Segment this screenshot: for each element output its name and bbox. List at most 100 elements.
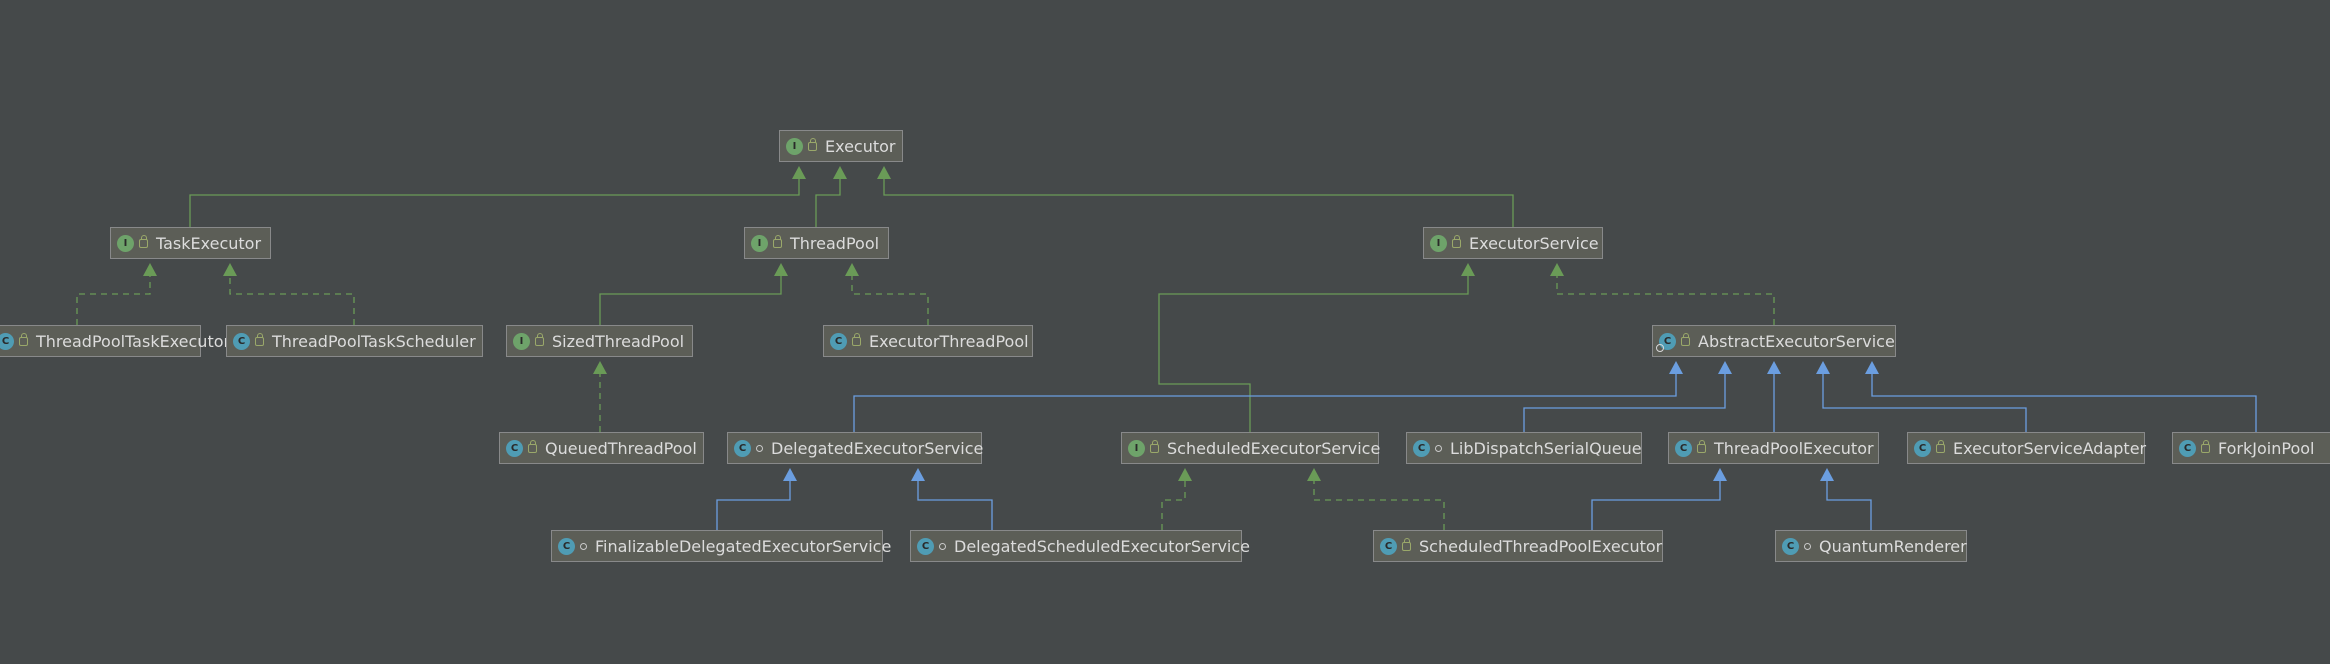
- class-icon: C: [1675, 439, 1692, 457]
- package-private-icon: [580, 542, 587, 550]
- inheritance-arrowhead: [1669, 361, 1683, 374]
- class-name-label: ScheduledExecutorService: [1167, 438, 1381, 458]
- inheritance-arrowhead: [1865, 361, 1879, 374]
- edge-executorservice-to-executor: [877, 166, 1514, 227]
- edge-line: [1313, 480, 1445, 530]
- interface-icon: I: [513, 332, 530, 350]
- class-node-quantumrenderer[interactable]: C QuantumRenderer: [1775, 530, 1967, 562]
- interface-icon: I: [1430, 234, 1447, 252]
- class-name-label: DelegatedScheduledExecutorService: [954, 536, 1251, 556]
- interface-icon: I: [786, 137, 803, 155]
- public-lock-icon: [528, 439, 537, 453]
- inheritance-arrowhead: [1816, 361, 1830, 374]
- public-lock-icon: [1452, 234, 1461, 248]
- edge-delegatedexecutorservice-to-abstractexecutorservice: [853, 361, 1683, 432]
- edge-threadpooltaskscheduler-to-taskexecutor: [223, 263, 355, 325]
- class-icon: C: [917, 537, 934, 555]
- interface-icon: I: [751, 234, 768, 252]
- edge-line: [851, 275, 929, 325]
- edge-line: [716, 480, 791, 530]
- class-name-label: ThreadPool: [790, 233, 880, 253]
- edge-line: [229, 275, 355, 325]
- edge-finalizabledelegatedexecutorservice-to-delegatedexecutorservice: [716, 468, 797, 530]
- edge-scheduledthreadpoolexecutor-to-scheduledexecutorservice: [1307, 468, 1445, 530]
- class-name-label: ThreadPoolExecutor: [1714, 438, 1874, 458]
- class-node-executorservice[interactable]: I ExecutorService: [1423, 227, 1603, 259]
- inheritance-arrowhead: [223, 263, 237, 276]
- class-icon: C: [1914, 439, 1931, 457]
- inheritance-arrowhead: [845, 263, 859, 276]
- edge-taskexecutor-to-executor: [189, 166, 806, 227]
- public-lock-icon: [1402, 537, 1411, 551]
- class-node-executorserviceadapter[interactable]: C ExecutorServiceAdapter: [1907, 432, 2147, 464]
- class-name-label: AbstractExecutorService: [1698, 331, 1895, 351]
- inheritance-arrowhead: [1550, 263, 1564, 276]
- class-name-label: LibDispatchSerialQueue: [1450, 438, 1642, 458]
- edge-line: [1591, 480, 1721, 530]
- class-node-executorthreadpool[interactable]: C ExecutorThreadPool: [823, 325, 1033, 357]
- class-node-threadpool[interactable]: I ThreadPool: [744, 227, 889, 259]
- edge-executorserviceadapter-to-abstractexecutorservice: [1816, 361, 2027, 432]
- class-icon: C: [1413, 439, 1430, 457]
- edge-queuedthreadpool-to-sizedthreadpool: [593, 361, 607, 432]
- public-lock-icon: [255, 332, 264, 346]
- inheritance-arrowhead: [1767, 361, 1781, 374]
- edge-line: [76, 275, 151, 325]
- edge-line: [883, 178, 1514, 227]
- inheritance-arrowhead: [792, 166, 806, 179]
- edge-line: [815, 178, 841, 227]
- edge-threadpoolexecutor-to-abstractexecutorservice: [1767, 361, 1781, 432]
- class-icon: C: [233, 332, 250, 350]
- class-node-delegatedexecutorservice[interactable]: C DelegatedExecutorService: [727, 432, 984, 464]
- inheritance-arrowhead: [783, 468, 797, 481]
- inheritance-arrowhead: [774, 263, 788, 276]
- class-name-label: ExecutorService: [1469, 233, 1599, 253]
- class-name-label: ExecutorThreadPool: [869, 331, 1029, 351]
- public-lock-icon: [808, 137, 817, 151]
- edge-line: [1158, 275, 1469, 432]
- class-name-label: DelegatedExecutorService: [771, 438, 984, 458]
- edge-line: [917, 480, 993, 530]
- class-icon: C: [830, 332, 847, 350]
- inheritance-arrowhead: [1718, 361, 1732, 374]
- public-lock-icon: [139, 234, 148, 248]
- interface-icon: I: [1128, 439, 1145, 457]
- public-lock-icon: [1697, 439, 1706, 453]
- class-node-delegatedscheduledexecutorservice[interactable]: C DelegatedScheduledExecutorService: [910, 530, 1250, 562]
- edge-line: [599, 275, 782, 325]
- class-icon: C: [734, 439, 751, 457]
- edge-line: [853, 373, 1677, 432]
- inheritance-arrowhead: [1820, 468, 1834, 481]
- class-node-queuedthreadpool[interactable]: C QueuedThreadPool: [499, 432, 704, 464]
- class-name-label: ScheduledThreadPoolExecutor: [1419, 536, 1663, 556]
- class-node-scheduledexecutorservice[interactable]: I ScheduledExecutorService: [1121, 432, 1381, 464]
- package-private-icon: [1435, 444, 1442, 452]
- class-icon: C: [2179, 439, 2196, 457]
- class-icon: C: [1782, 537, 1799, 555]
- edge-line: [1556, 275, 1775, 325]
- public-lock-icon: [2201, 439, 2210, 453]
- edge-line: [189, 178, 800, 227]
- class-name-label: QuantumRenderer: [1819, 536, 1967, 556]
- public-lock-icon: [1150, 439, 1159, 453]
- inheritance-arrowhead: [833, 166, 847, 179]
- class-name-label: QueuedThreadPool: [545, 438, 697, 458]
- class-icon: C: [506, 439, 523, 457]
- class-name-label: ExecutorServiceAdapter: [1953, 438, 2147, 458]
- inheritance-arrowhead: [877, 166, 891, 179]
- class-node-threadpoolexecutor[interactable]: C ThreadPoolExecutor: [1668, 432, 1879, 464]
- class-node-libdispatchserialqueue[interactable]: C LibDispatchSerialQueue: [1406, 432, 1642, 464]
- interface-icon: I: [117, 234, 134, 252]
- class-icon: C: [558, 537, 575, 555]
- edge-delegatedscheduledexecutorservice-to-scheduledexecutorservice: [1161, 468, 1192, 530]
